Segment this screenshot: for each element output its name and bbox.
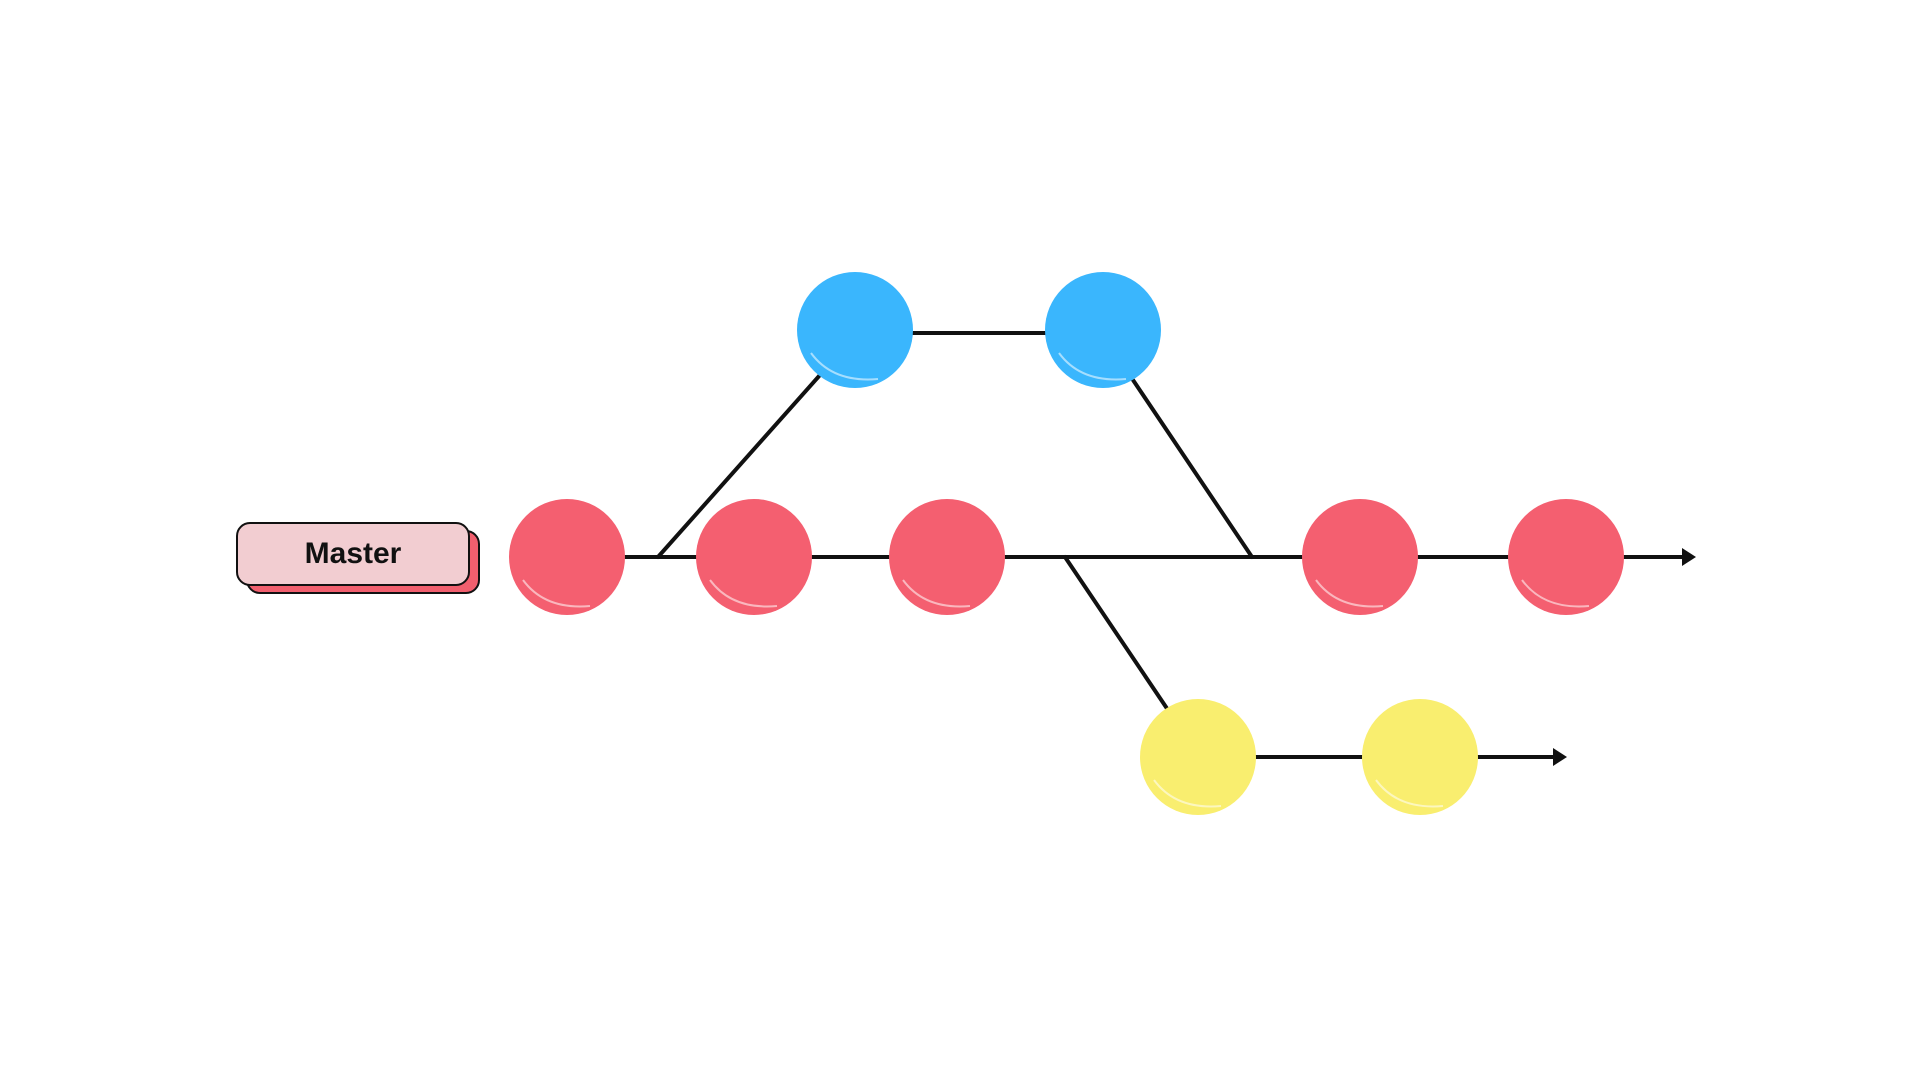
release-commit-2	[1362, 699, 1478, 815]
node-highlights	[522, 352, 1590, 808]
master-branch-label-text: Master	[304, 537, 402, 570]
master-commit-4	[1302, 499, 1418, 615]
feature-branch-out-line	[656, 373, 822, 559]
highlight-1	[522, 579, 591, 608]
feature-commit-2	[1045, 272, 1161, 388]
master-commit-5	[1508, 499, 1624, 615]
master-branch-label: Master	[236, 522, 470, 586]
release-branch-out-line	[1063, 555, 1170, 712]
release-arrow-head	[1553, 748, 1567, 766]
highlight-2	[709, 579, 778, 608]
feature-commit-1	[797, 272, 913, 388]
commits	[509, 272, 1624, 815]
highlight-3	[902, 579, 971, 608]
highlight-9	[1375, 779, 1444, 808]
highlight-5	[1521, 579, 1590, 608]
master-commit-2	[696, 499, 812, 615]
master-commit-1	[509, 499, 625, 615]
feature-merge-line	[1131, 378, 1254, 559]
highlight-6	[810, 352, 879, 381]
release-commit-1	[1140, 699, 1256, 815]
highlight-7	[1058, 352, 1127, 381]
highlight-4	[1315, 579, 1384, 608]
highlight-8	[1153, 779, 1222, 808]
master-commit-3	[889, 499, 1005, 615]
master-arrow-head	[1682, 548, 1696, 566]
